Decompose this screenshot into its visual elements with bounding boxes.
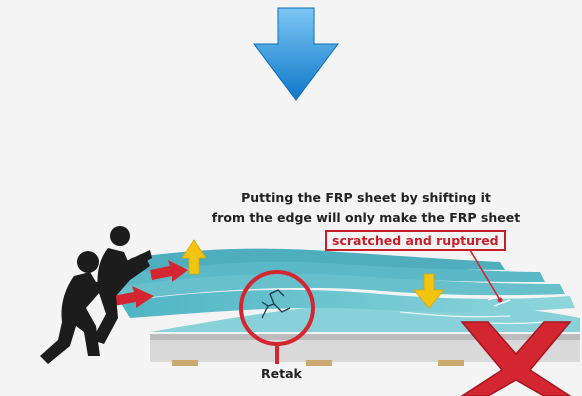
down-arrow-icon [254,8,338,100]
crack-label: Retak [261,366,302,381]
callout-dot [498,298,503,303]
caption-highlight-box: scratched and ruptured [325,230,506,251]
caption-line-1: Putting the FRP sheet by shifting it [0,190,582,205]
caption-line-2: from the edge will only make the FRP she… [0,210,582,225]
frp-sheets [100,249,580,332]
